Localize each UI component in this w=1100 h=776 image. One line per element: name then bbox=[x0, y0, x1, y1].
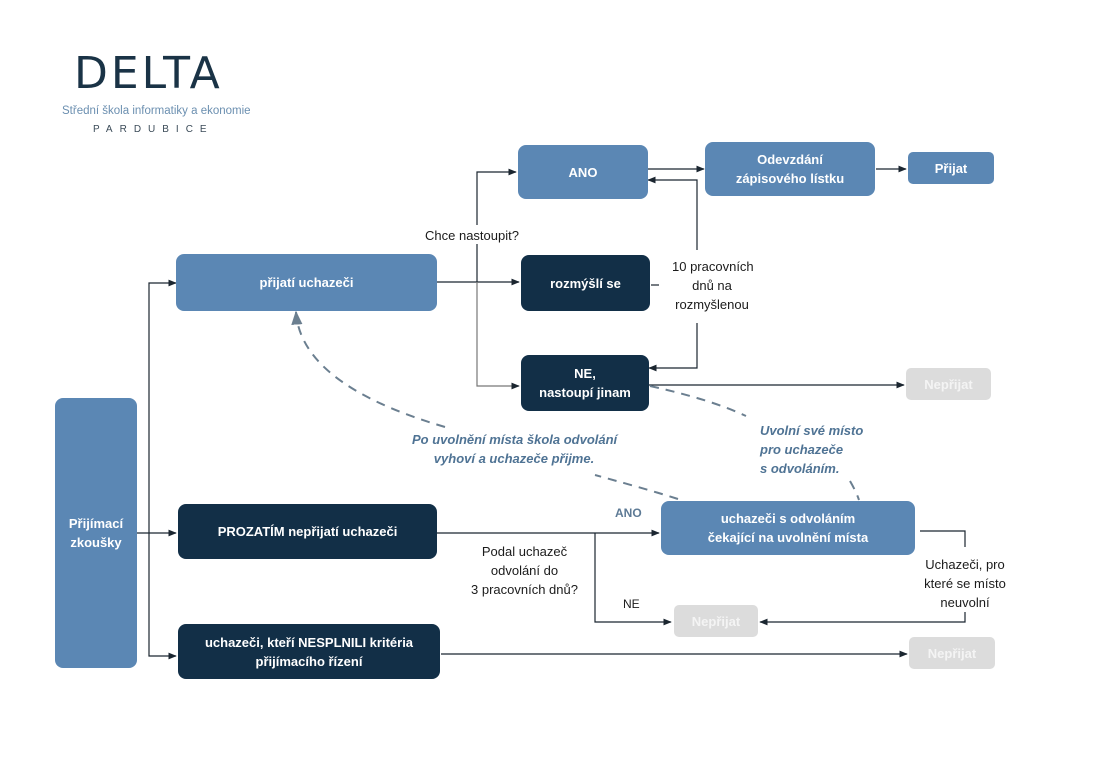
node-appeal-waiting[interactable]: uchazeči s odvoláním čekající na uvolněn… bbox=[661, 501, 915, 555]
note-frees-place: Uvolní své místo pro uchazeče s odvolání… bbox=[760, 421, 863, 478]
logo-title: DELTA bbox=[74, 48, 223, 99]
note-frees-place-line2: pro uchazeče bbox=[760, 442, 844, 457]
node-admitted-label: Přijat bbox=[934, 160, 968, 176]
label-no-place-line2: které se místo bbox=[924, 576, 1006, 591]
label-no-place-line3: neuvolní bbox=[940, 595, 990, 610]
node-rejected-2[interactable]: Nepřijat bbox=[674, 605, 758, 637]
dashed-edge-note-to-appeal bbox=[849, 480, 860, 501]
node-thinking[interactable]: rozmýšlí se bbox=[521, 255, 650, 311]
note-frees-place-line3: s odvoláním. bbox=[760, 461, 840, 476]
node-rejected-3-label: Nepřijat bbox=[927, 645, 977, 661]
node-no-elsewhere[interactable]: NE, nastoupí jinam bbox=[521, 355, 649, 411]
node-failed-criteria-line2: přijímacího řízení bbox=[255, 653, 363, 669]
label-no-place-line1: Uchazeči, pro bbox=[925, 557, 1005, 572]
node-yes[interactable]: ANO bbox=[518, 145, 648, 199]
node-entrance-exams-label: Přijímací zkoušky bbox=[68, 516, 124, 550]
node-thinking-label: rozmýšlí se bbox=[550, 275, 621, 291]
edge-no-place-to-rejected bbox=[759, 612, 966, 626]
node-rejected-1-label: Nepřijat bbox=[924, 376, 973, 392]
label-appeal-question: Podal uchazeč odvolání do 3 pracovních d… bbox=[462, 542, 587, 599]
node-accepted-applicants[interactable]: přijatí uchazeči bbox=[176, 254, 437, 311]
node-rejected-2-label: Nepřijat bbox=[691, 613, 741, 629]
label-appeal-question-line2: odvolání do bbox=[490, 563, 559, 578]
node-accepted-applicants-label: přijatí uchazeči bbox=[259, 275, 354, 290]
node-yes-label: ANO bbox=[568, 164, 598, 180]
node-admitted[interactable]: Přijat bbox=[908, 152, 994, 184]
logo-subtitle: Střední škola informatiky a ekonomie bbox=[62, 105, 251, 117]
node-failed-criteria-line1: uchazeči, kteří NESPLNILI kritéria bbox=[204, 634, 414, 650]
label-deadline-line1: 10 pracovních bbox=[672, 259, 754, 274]
node-enrollment-form[interactable]: Odevzdání zápisového lístku bbox=[705, 142, 875, 196]
logo-city: PARDUBICE bbox=[93, 124, 214, 135]
node-rejected-1[interactable]: Nepřijat bbox=[906, 368, 991, 400]
edge-deadline-to-no bbox=[648, 323, 698, 372]
label-deadline: 10 pracovních dnů na rozmyšlenou bbox=[672, 257, 754, 314]
edge-exams-to-accepted bbox=[148, 279, 177, 533]
label-ano: ANO bbox=[615, 506, 642, 520]
node-no-elsewhere-line1: NE, bbox=[574, 366, 596, 381]
label-wants-to-start: Chce nastoupit? bbox=[425, 228, 519, 243]
label-no-place: Uchazeči, pro které se místo neuvolní bbox=[920, 555, 1010, 612]
label-deadline-line2: dnů na bbox=[692, 278, 732, 293]
note-school-accepts-line2: vyhoví a uchazeče přijme. bbox=[433, 451, 595, 466]
dashed-edge-from-appeal bbox=[594, 474, 679, 500]
edge-deadline-to-yes bbox=[647, 176, 698, 250]
edge-exams-to-failed bbox=[148, 533, 177, 660]
dashed-edge-to-accepted bbox=[291, 310, 446, 428]
node-appeal-waiting-line2: čekající na uvolnění místa bbox=[707, 530, 869, 545]
node-appeal-waiting-line1: uchazeči s odvoláním bbox=[720, 511, 856, 526]
edge-appeal-no bbox=[594, 533, 672, 626]
note-school-accepts: Po uvolnění místa škola odvolání vyhoví … bbox=[412, 430, 618, 468]
note-frees-place-line1: Uvolní své místo bbox=[760, 423, 864, 438]
edge-appeal-waiting-to-rejected bbox=[920, 530, 966, 547]
label-ne: NE bbox=[623, 597, 640, 611]
node-no-elsewhere-line2: nastoupí jinam bbox=[539, 385, 631, 400]
dashed-edge-no-to-note bbox=[649, 385, 747, 417]
node-temporarily-rejected[interactable]: PROZATÍM nepřijatí uchazeči bbox=[178, 504, 437, 559]
label-appeal-question-line3: 3 pracovních dnů? bbox=[471, 582, 578, 597]
node-entrance-exams[interactable]: Přijímací zkoušky bbox=[55, 398, 137, 668]
edge-question-to-no bbox=[476, 282, 520, 390]
node-temporarily-rejected-label: PROZATÍM nepřijatí uchazeči bbox=[217, 524, 398, 539]
node-enrollment-form-label: Odevzdání zápisového lístku bbox=[735, 152, 845, 186]
node-failed-criteria[interactable]: uchazeči, kteří NESPLNILI kritéria přijí… bbox=[178, 624, 440, 679]
edge-question-to-yes bbox=[476, 168, 517, 225]
node-rejected-3[interactable]: Nepřijat bbox=[909, 637, 995, 669]
label-appeal-question-line1: Podal uchazeč bbox=[481, 544, 568, 559]
note-school-accepts-line1: Po uvolnění místa škola odvolání bbox=[412, 432, 618, 447]
label-deadline-line3: rozmyšlenou bbox=[675, 297, 749, 312]
